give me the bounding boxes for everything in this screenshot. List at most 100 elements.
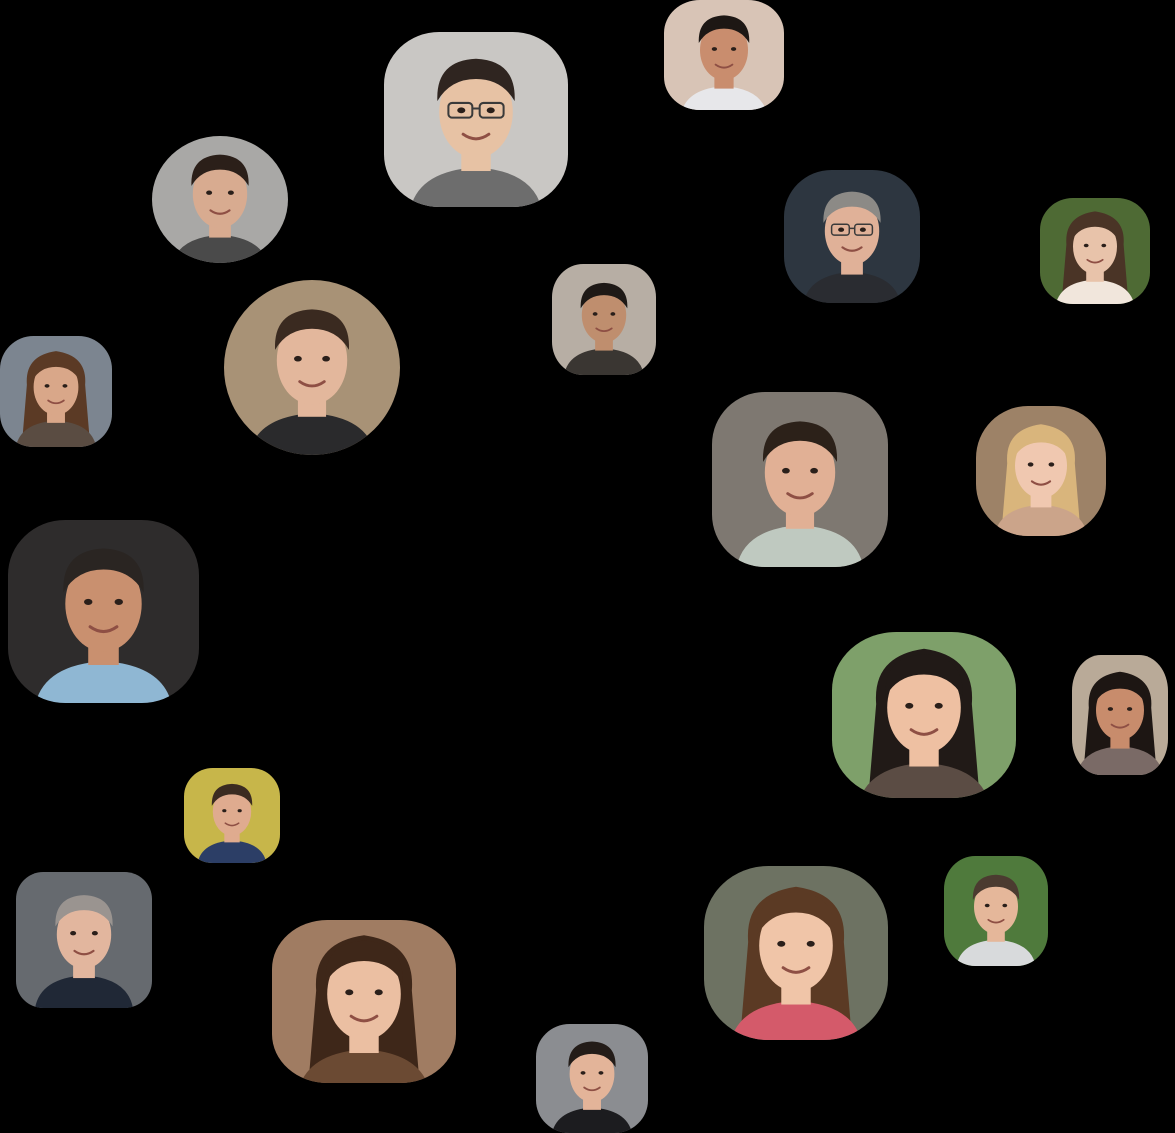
avatar-photo[interactable] <box>184 768 280 863</box>
avatar-portrait <box>536 1024 648 1133</box>
avatar-eye <box>70 931 77 936</box>
avatar-mouth <box>714 63 734 69</box>
avatar-portrait <box>0 336 112 447</box>
avatar-photo[interactable] <box>152 136 288 263</box>
avatar-hair <box>580 282 628 309</box>
avatar-photo[interactable] <box>384 32 568 207</box>
avatar-photo[interactable] <box>712 392 888 567</box>
avatar-face <box>439 66 513 159</box>
avatar-face <box>974 879 1018 935</box>
avatar-eye <box>859 227 866 232</box>
avatar-photo[interactable] <box>0 336 112 447</box>
avatar-photo[interactable] <box>976 406 1106 536</box>
avatar-face <box>824 197 880 266</box>
avatar-photo[interactable] <box>8 520 199 703</box>
avatar-hair <box>757 892 835 935</box>
avatar-photo[interactable] <box>944 856 1048 966</box>
avatar-eye <box>905 702 914 709</box>
avatar-portrait <box>184 768 280 863</box>
avatar-mouth <box>841 246 863 252</box>
avatar-portrait <box>704 866 888 1040</box>
avatar-portrait <box>1072 655 1168 775</box>
avatar-shoulders <box>197 840 267 863</box>
avatar-mouth <box>349 1014 379 1023</box>
avatar-mouth <box>461 132 491 141</box>
avatar-face <box>887 661 961 754</box>
avatar-portrait <box>944 856 1048 966</box>
avatar-hair <box>1094 675 1146 703</box>
avatar-eye <box>486 107 495 114</box>
avatar-mouth <box>781 966 811 974</box>
avatar-shoulders <box>956 939 1036 966</box>
avatar-face <box>1015 433 1067 499</box>
avatar-portrait <box>784 170 920 303</box>
avatar-shoulders <box>172 234 268 263</box>
avatar-eye <box>598 1071 604 1075</box>
avatar-photo[interactable] <box>224 280 400 455</box>
avatar-shoulders <box>860 762 988 798</box>
avatar-mouth <box>209 209 231 215</box>
avatar-photo[interactable] <box>664 0 784 110</box>
avatar-portrait <box>16 872 152 1008</box>
avatar-mouth <box>1110 723 1130 729</box>
avatar-portrait <box>712 392 888 567</box>
avatar-face <box>56 900 112 969</box>
avatar-shoulders <box>564 348 644 375</box>
avatar-mouth <box>786 492 814 500</box>
avatar-photo[interactable] <box>552 264 656 375</box>
avatar-eye <box>345 989 354 996</box>
avatar-portrait <box>384 32 568 207</box>
avatar-photo[interactable] <box>272 920 456 1083</box>
avatar-eye <box>1101 243 1107 248</box>
avatar-eye <box>730 47 737 51</box>
avatar-hair <box>191 154 249 186</box>
avatar-portrait <box>976 406 1106 536</box>
avatar-portrait <box>224 280 400 455</box>
avatar-eye <box>1002 903 1008 908</box>
avatar-hair <box>274 309 350 350</box>
avatar-photo[interactable] <box>784 170 920 303</box>
avatar-photo[interactable] <box>536 1024 648 1133</box>
avatar-face <box>1073 219 1117 275</box>
avatar-portrait <box>832 632 1016 798</box>
avatar-photo[interactable] <box>1072 655 1168 775</box>
avatar-photo[interactable] <box>704 866 888 1040</box>
avatar-portrait <box>552 264 656 375</box>
glasses-icon <box>447 101 474 119</box>
avatar-eye <box>777 940 786 947</box>
glasses-icon <box>830 223 851 236</box>
avatar-eye <box>114 598 123 606</box>
avatar-eye <box>62 384 68 388</box>
avatar-photo[interactable] <box>832 632 1016 798</box>
avatar-shoulders <box>300 1049 428 1083</box>
avatar-shoulders <box>994 504 1088 536</box>
avatar-shoulders <box>35 975 133 1008</box>
avatar-mouth <box>47 399 65 405</box>
avatar-mouth <box>73 949 95 956</box>
avatar-portrait <box>272 920 456 1083</box>
avatar-shoulders <box>736 525 864 567</box>
avatar-shoulders <box>1055 279 1135 304</box>
avatar-eye <box>1083 243 1089 248</box>
avatar-shoulders <box>1076 746 1164 775</box>
avatar-photo[interactable] <box>1040 198 1150 304</box>
avatar-shoulders <box>682 86 766 110</box>
avatar-hair <box>211 783 253 806</box>
avatar-eye <box>782 467 790 474</box>
avatar-eye <box>1107 707 1114 711</box>
avatar-eye <box>592 312 598 316</box>
avatar-shoulders <box>248 413 376 455</box>
avatar-face <box>569 1046 615 1103</box>
avatar-eye <box>237 809 242 813</box>
avatar-eye <box>457 107 466 114</box>
avatar-face <box>327 948 401 1041</box>
avatar-photo[interactable] <box>16 872 152 1008</box>
avatar-hair <box>823 191 881 223</box>
avatar-hair <box>1013 428 1069 458</box>
avatar-hair <box>63 548 144 593</box>
avatar-eye <box>84 598 93 606</box>
avatar-eye <box>711 47 718 51</box>
avatar-eye <box>322 355 330 362</box>
avatar-eye <box>1126 707 1133 711</box>
avatar-hair <box>568 1041 616 1068</box>
